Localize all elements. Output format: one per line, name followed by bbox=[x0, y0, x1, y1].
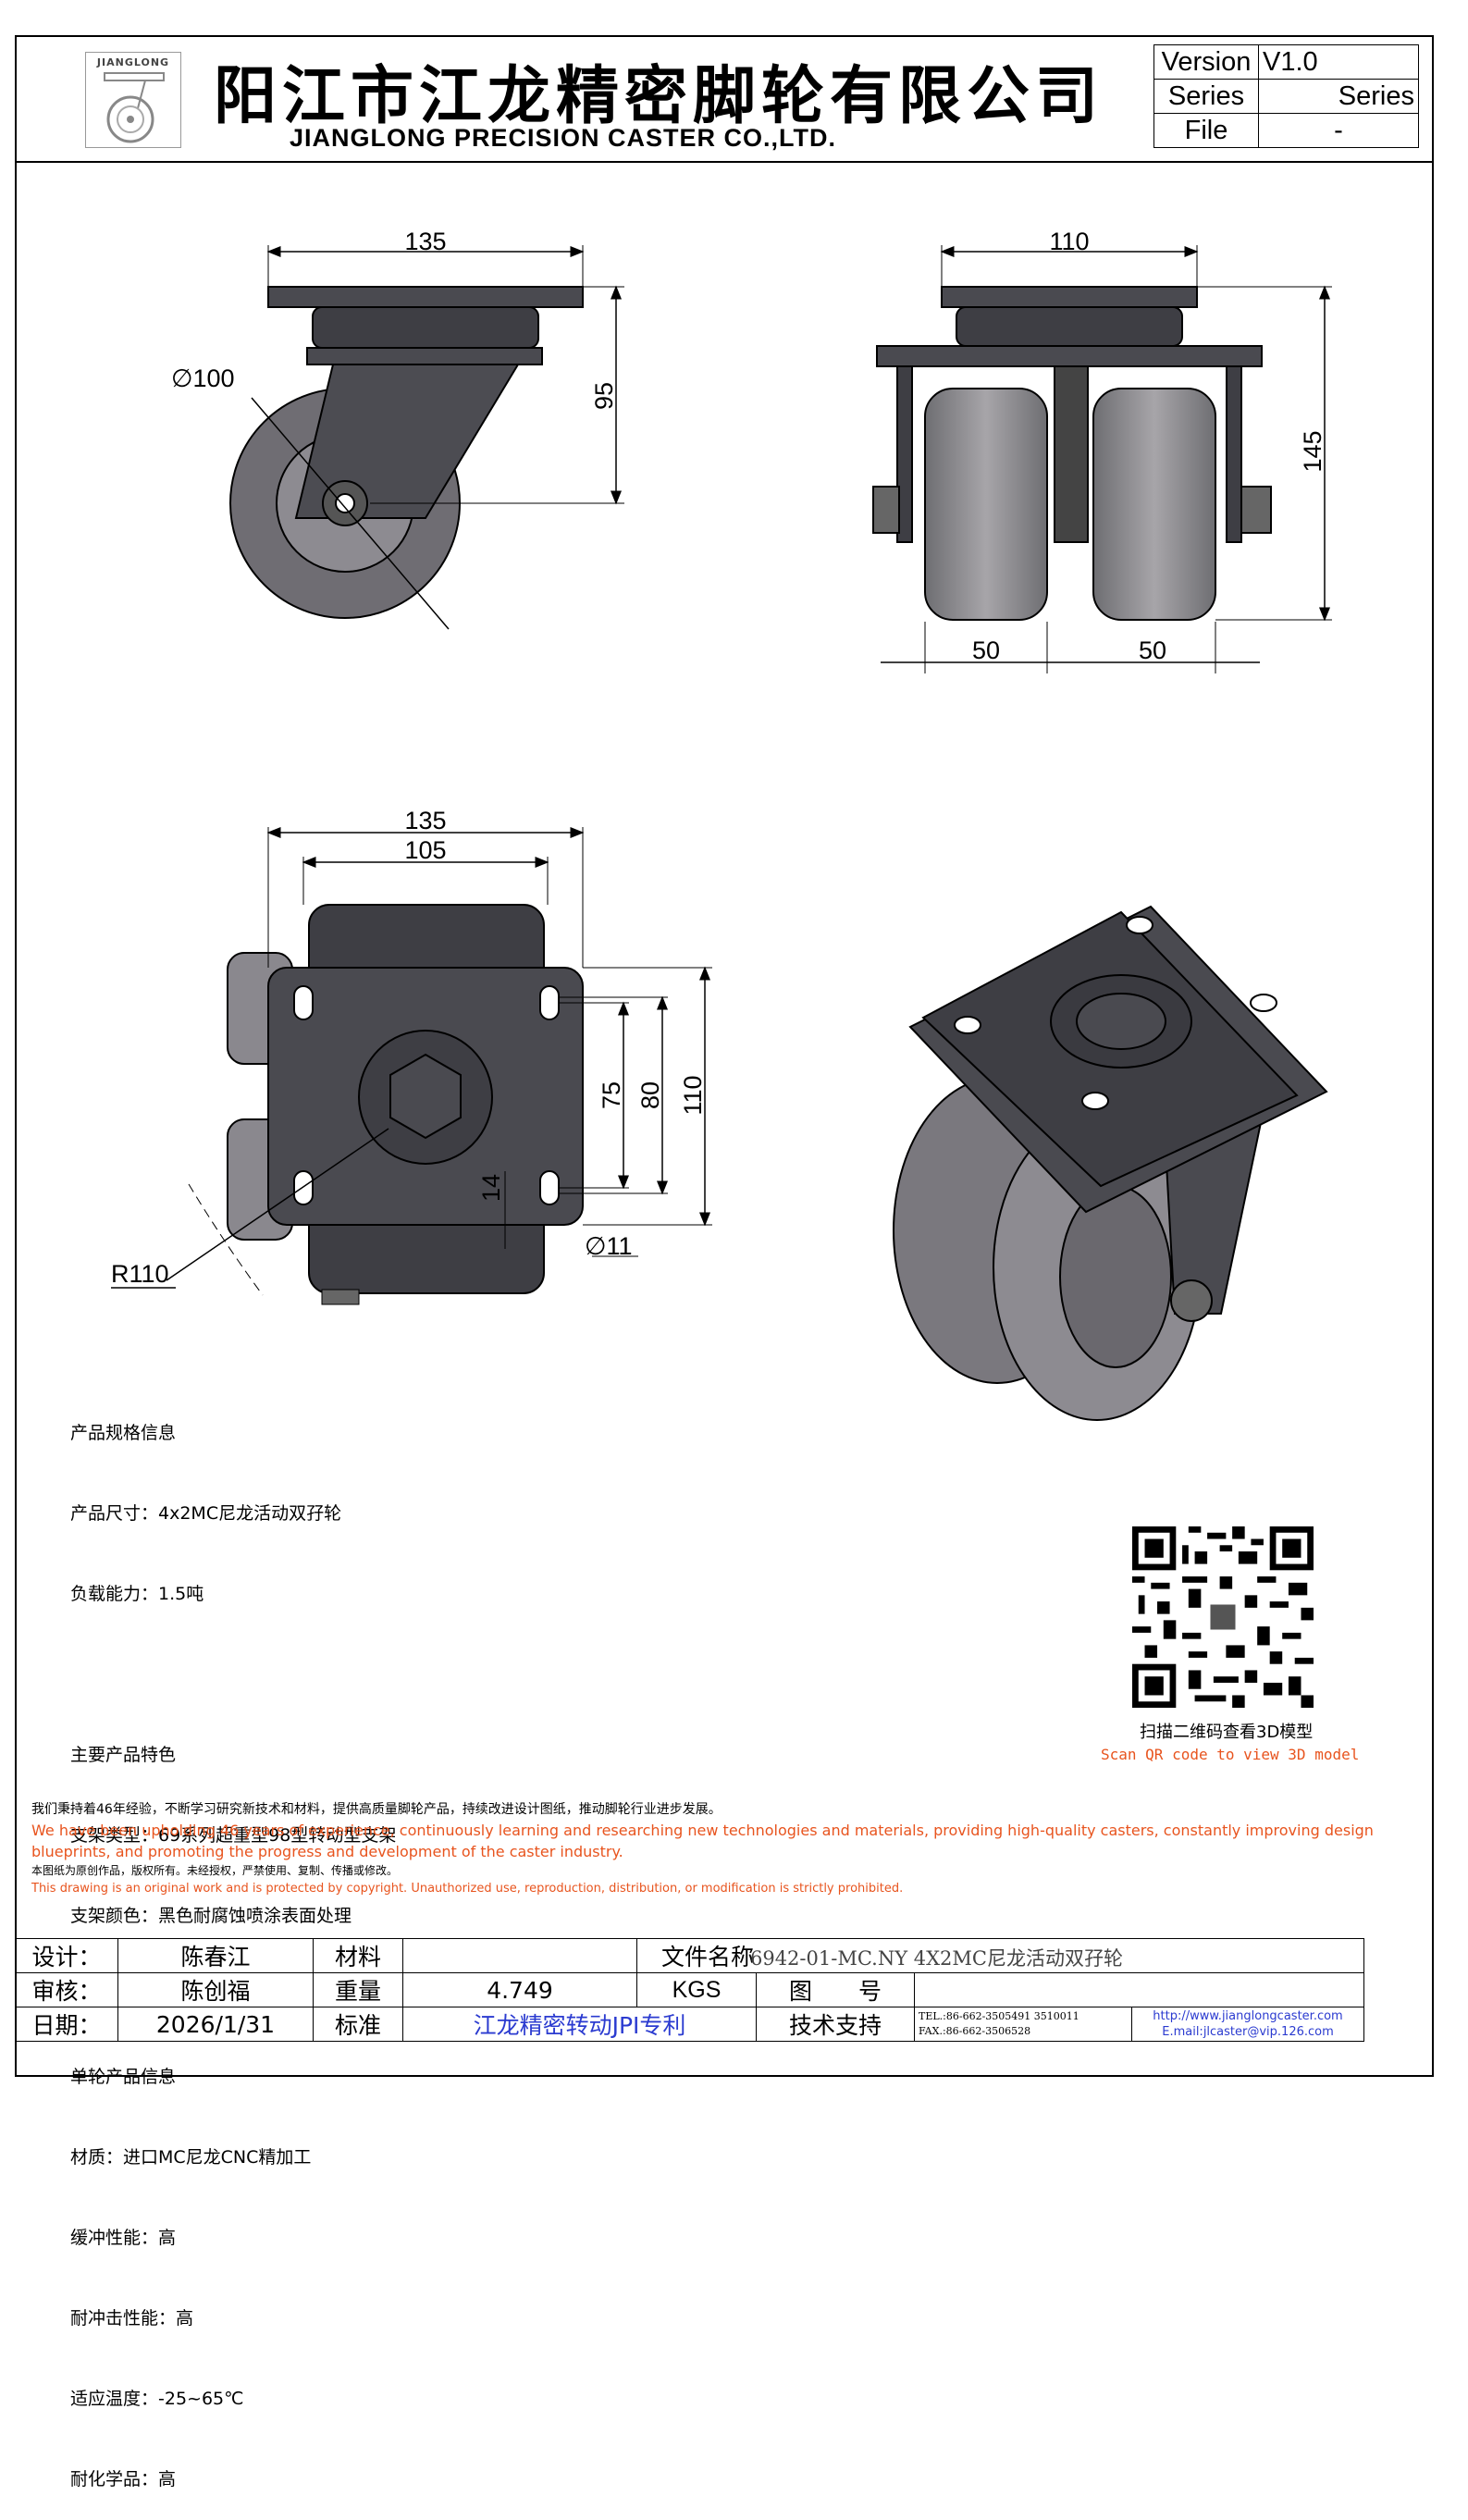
dim-hole-diameter: ∅11 bbox=[585, 1232, 633, 1260]
version-value: V1.0 bbox=[1258, 44, 1419, 80]
date-label: 日期： bbox=[15, 2007, 118, 2042]
dim-wheel-width-1: 50 bbox=[972, 636, 1000, 664]
drawing-number-label: 图 号 bbox=[756, 1972, 915, 2007]
contact-web: http://www.jianglongcaster.com E.mail:jl… bbox=[1131, 2007, 1364, 2042]
features-title: 主要产品特色 bbox=[70, 1745, 177, 1765]
contact-phone: TEL.:86-662-3505491 3510011 FAX.:86-662-… bbox=[914, 2007, 1132, 2042]
version-label: Version bbox=[1153, 44, 1259, 80]
caster-logo-icon bbox=[104, 72, 165, 143]
series-value: Series bbox=[1258, 79, 1419, 114]
spec-load: 负载能力：1.5吨 bbox=[70, 1584, 204, 1604]
statement-en-line1: We have been upholding 46 years of exper… bbox=[31, 1822, 1374, 1839]
wheel-title: 单轮产品信息 bbox=[70, 2067, 177, 2087]
material-label: 材料 bbox=[313, 1938, 403, 1973]
wheel-cushion: 缓冲性能：高 bbox=[70, 2228, 177, 2248]
statement-en-line2: blueprints, and promoting the progress a… bbox=[31, 1843, 623, 1860]
header-divider bbox=[15, 161, 1434, 163]
dim-hole-75: 75 bbox=[598, 1081, 625, 1109]
website-link[interactable]: http://www.jianglongcaster.com bbox=[1153, 2009, 1343, 2023]
dim-front-height: 145 bbox=[1299, 430, 1326, 472]
file-label: File bbox=[1153, 113, 1259, 148]
email-link[interactable]: E.mail:jlcaster@vip.126.com bbox=[1162, 2025, 1334, 2039]
title-block: 设计： 陈春江 材料 文件名称 6942-01-MC.NY 4X2MC尼龙活动双… bbox=[15, 1938, 1364, 2042]
reviewer-value: 陈创福 bbox=[117, 1972, 314, 2007]
company-name-cn: 阳江市江龙精密脚轮有限公司 bbox=[214, 60, 1104, 133]
file-name-label: 文件名称 bbox=[661, 1944, 755, 1970]
design-label: 设计： bbox=[15, 1938, 118, 1973]
feature-color: 支架颜色：黑色耐腐蚀喷涂表面处理 bbox=[70, 1906, 352, 1926]
drawing-number-value bbox=[914, 1972, 1364, 2007]
wheel-material: 材质：进口MC尼龙CNC精加工 bbox=[70, 2147, 312, 2168]
dim-hole-80: 80 bbox=[636, 1081, 664, 1109]
copyright-cn: 本图纸为原创作品，版权所有。未经授权，严禁使用、复制、传播或修改。 bbox=[31, 1864, 399, 1877]
weight-unit: KGS bbox=[636, 1972, 757, 2007]
statement-cn: 我们秉持着46年经验，不断学习研究新技术和材料，提供高质量脚轮产品，持续改进设计… bbox=[31, 1802, 722, 1817]
company-statement: 我们秉持着46年经验，不断学习研究新技术和材料，提供高质量脚轮产品，持续改进设计… bbox=[31, 1799, 1391, 1897]
spec-size: 产品尺寸：4x2MC尼龙活动双孖轮 bbox=[70, 1503, 342, 1524]
file-name-cell: 文件名称 6942-01-MC.NY 4X2MC尼龙活动双孖轮 bbox=[636, 1938, 1364, 1973]
dim-radius: R110 bbox=[111, 1260, 169, 1288]
review-label: 审核： bbox=[15, 1972, 118, 2007]
dim-wheel-diameter: ∅100 bbox=[171, 364, 235, 392]
front-view: 110 145 50 50 bbox=[872, 228, 1332, 673]
company-name-en: JIANGLONG PRECISION CASTER CO.,LTD. bbox=[290, 124, 837, 152]
qr-caption-en: Scan QR code to view 3D model bbox=[1101, 1746, 1360, 1763]
logo-text: JIANGLONG bbox=[96, 56, 170, 68]
file-name-value: 6942-01-MC.NY 4X2MC尼龙活动双孖轮 bbox=[749, 1947, 1123, 1970]
series-label: Series bbox=[1153, 79, 1259, 114]
wheel-impact: 耐冲击性能：高 bbox=[70, 2308, 194, 2329]
technical-drawings: 135 95 ∅100 110 145 50 50 bbox=[111, 228, 1332, 1421]
fax: FAX.:86-662-3506528 bbox=[919, 2025, 1031, 2037]
dim-top-inner: 105 bbox=[404, 836, 446, 864]
dim-top-outer: 135 bbox=[404, 807, 446, 834]
spec-title: 产品规格信息 bbox=[70, 1423, 177, 1443]
top-view: 135 105 75 80 110 14 ∅11 R110 bbox=[111, 807, 712, 1305]
company-logo: JIANGLONG bbox=[85, 52, 181, 148]
copyright-en: This drawing is an original work and is … bbox=[31, 1882, 904, 1896]
dim-wheel-width-2: 50 bbox=[1139, 636, 1166, 664]
standard-label: 标准 bbox=[313, 2007, 403, 2042]
file-value: - bbox=[1258, 113, 1419, 148]
dim-side-height: 95 bbox=[590, 382, 618, 410]
weight-value: 4.749 bbox=[402, 1972, 637, 2007]
dim-front-width: 110 bbox=[1049, 228, 1089, 255]
dim-slot-14: 14 bbox=[477, 1174, 505, 1202]
standard-value: 江龙精密转动JPI专利 bbox=[402, 2007, 757, 2042]
tel: TEL.:86-662-3505491 3510011 bbox=[919, 2010, 1079, 2022]
designer-value: 陈春江 bbox=[117, 1938, 314, 1973]
feature-bracket: 支架类型：69系列超重型98型转动型支架 bbox=[70, 1825, 397, 1846]
wheel-temperature: 适应温度：-25~65℃ bbox=[70, 2389, 244, 2409]
dim-side-width: 135 bbox=[404, 228, 446, 255]
dim-plate-110: 110 bbox=[679, 1075, 707, 1115]
side-view: 135 95 ∅100 bbox=[171, 228, 624, 630]
weight-label: 重量 bbox=[313, 1972, 403, 2007]
isometric-view bbox=[893, 905, 1328, 1421]
material-value bbox=[402, 1938, 637, 1973]
support-label: 技术支持 bbox=[756, 2007, 915, 2042]
sheet-border bbox=[15, 35, 1434, 2077]
drawing-sheet: JIANGLONG 阳江市江龙精密脚轮有限公司 JIANGLONG PRECIS… bbox=[15, 35, 1434, 2077]
qr-caption-cn: 扫描二维码查看3D模型 bbox=[1140, 1723, 1314, 1742]
version-table: Version V1.0 Series Series File - bbox=[1153, 44, 1419, 148]
wheel-chemical: 耐化学品：高 bbox=[70, 2469, 177, 2489]
qr-code-icon[interactable] bbox=[1132, 1526, 1314, 1708]
date-value: 2026/1/31 bbox=[117, 2007, 314, 2042]
